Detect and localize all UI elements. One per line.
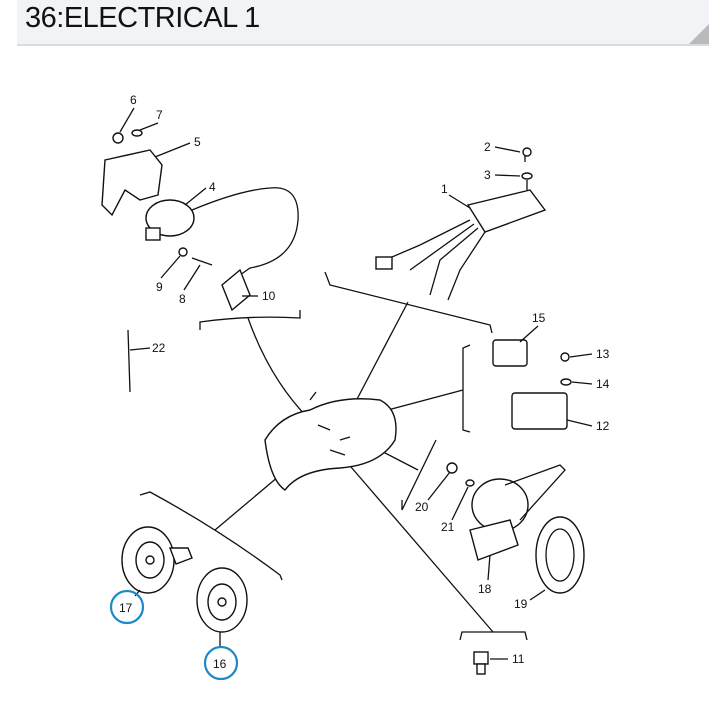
callout-2[interactable]: 2 xyxy=(484,140,521,154)
svg-text:6: 6 xyxy=(130,93,137,107)
wire-harness xyxy=(264,391,397,491)
part-cable-tie xyxy=(127,329,131,393)
callout-10[interactable]: 10 xyxy=(242,289,276,303)
page-header: 36:ELECTRICAL 1 xyxy=(17,0,709,46)
svg-text:14: 14 xyxy=(596,377,610,391)
svg-text:16: 16 xyxy=(213,657,227,671)
callout-15[interactable]: 15 xyxy=(519,311,546,343)
svg-text:11: 11 xyxy=(512,652,525,666)
svg-text:9: 9 xyxy=(156,280,163,294)
callout-9[interactable]: 9 xyxy=(156,255,181,294)
callout-13[interactable]: 13 xyxy=(569,347,610,361)
page-title: 36:ELECTRICAL 1 xyxy=(25,2,260,34)
svg-text:7: 7 xyxy=(156,108,163,122)
svg-text:17: 17 xyxy=(119,601,133,615)
callouts: 6 7 5 4 9 8 10 2 3 1 15 13 14 12 22 20 2… xyxy=(109,93,610,681)
svg-text:4: 4 xyxy=(209,180,216,194)
svg-text:22: 22 xyxy=(152,341,166,355)
callout-1[interactable]: 1 xyxy=(441,182,471,209)
svg-text:12: 12 xyxy=(596,419,610,433)
highlight-ring xyxy=(203,645,239,681)
svg-text:19: 19 xyxy=(514,597,528,611)
part-neutral-switch xyxy=(473,651,489,675)
highlight-ring xyxy=(109,589,145,625)
svg-text:15: 15 xyxy=(532,311,546,325)
callout-17[interactable]: 17 xyxy=(109,589,145,625)
svg-text:3: 3 xyxy=(484,168,491,182)
svg-text:18: 18 xyxy=(478,582,492,596)
svg-text:10: 10 xyxy=(262,289,276,303)
callout-6[interactable]: 6 xyxy=(119,93,137,133)
callout-22[interactable]: 22 xyxy=(129,341,166,355)
part-horns xyxy=(121,526,248,648)
callout-11[interactable]: 11 xyxy=(490,652,525,666)
callout-12[interactable]: 12 xyxy=(566,419,610,433)
callout-20[interactable]: 20 xyxy=(415,471,451,514)
part-ignition-coil xyxy=(145,187,299,312)
part-relays xyxy=(492,339,572,430)
part-cdi-unit xyxy=(375,147,547,301)
svg-text:2: 2 xyxy=(484,140,491,154)
svg-text:1: 1 xyxy=(441,182,448,196)
callout-8[interactable]: 8 xyxy=(179,264,201,306)
callout-18[interactable]: 18 xyxy=(478,554,492,596)
callout-14[interactable]: 14 xyxy=(571,377,610,391)
callout-19[interactable]: 19 xyxy=(514,589,546,611)
callout-4[interactable]: 4 xyxy=(184,180,216,206)
collapse-corner-icon[interactable] xyxy=(689,24,709,44)
svg-text:13: 13 xyxy=(596,347,610,361)
svg-text:21: 21 xyxy=(441,520,455,534)
callout-3[interactable]: 3 xyxy=(484,168,521,182)
part-bracket xyxy=(101,129,163,217)
svg-text:20: 20 xyxy=(415,500,429,514)
part-pickup-coil xyxy=(446,462,585,594)
svg-text:5: 5 xyxy=(194,135,201,149)
callout-21[interactable]: 21 xyxy=(441,486,469,534)
callout-16[interactable]: 16 xyxy=(203,645,239,681)
callout-5[interactable]: 5 xyxy=(154,135,201,158)
svg-text:8: 8 xyxy=(179,292,186,306)
callout-7[interactable]: 7 xyxy=(139,108,163,131)
